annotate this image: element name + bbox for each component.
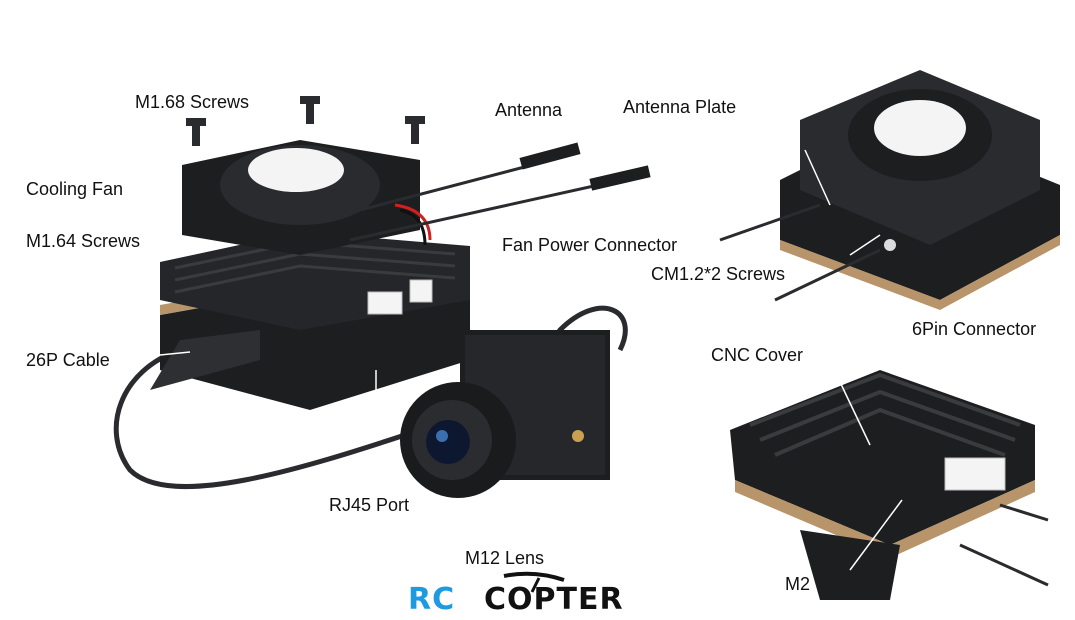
rotor-icon <box>503 571 565 593</box>
callout-m164-screws: M1.64 Screws <box>26 231 141 251</box>
cnc-cover-view <box>730 370 1049 600</box>
callout-antenna: Antenna <box>495 100 563 120</box>
callout-m168-screws: M1.68 Screws <box>135 92 250 112</box>
callout-cnc-cover: CNC Cover <box>711 345 804 365</box>
exploded-assembly <box>113 96 651 498</box>
logo-text-rc: RC <box>408 582 456 617</box>
leader-lines <box>159 149 903 571</box>
callout-fan-power-connector: Fan Power Connector <box>502 235 678 255</box>
callout-m2: M2 <box>785 574 811 594</box>
fan-connector <box>367 291 403 315</box>
logo-text-copter: COPTER <box>484 582 624 617</box>
bottom-board <box>160 290 470 410</box>
callout-6pin-connector: 6Pin Connector <box>912 319 1037 339</box>
callout-antenna-plate: Antenna Plate <box>623 97 737 117</box>
ribbon-cable <box>150 330 260 390</box>
callout-26p-cable: 26P Cable <box>26 350 110 370</box>
callout-m12-lens: M12 Lens <box>465 548 545 568</box>
m168-screws <box>186 96 425 146</box>
callout-rj45-port: RJ45 Port <box>329 495 410 515</box>
rc-copter-logo: RC COPTER <box>404 568 674 617</box>
camera-cable <box>113 305 628 490</box>
callout-cm12-screws: CM1.2*2 Screws <box>651 264 786 284</box>
callout-cooling-fan: Cooling Fan <box>26 179 124 199</box>
